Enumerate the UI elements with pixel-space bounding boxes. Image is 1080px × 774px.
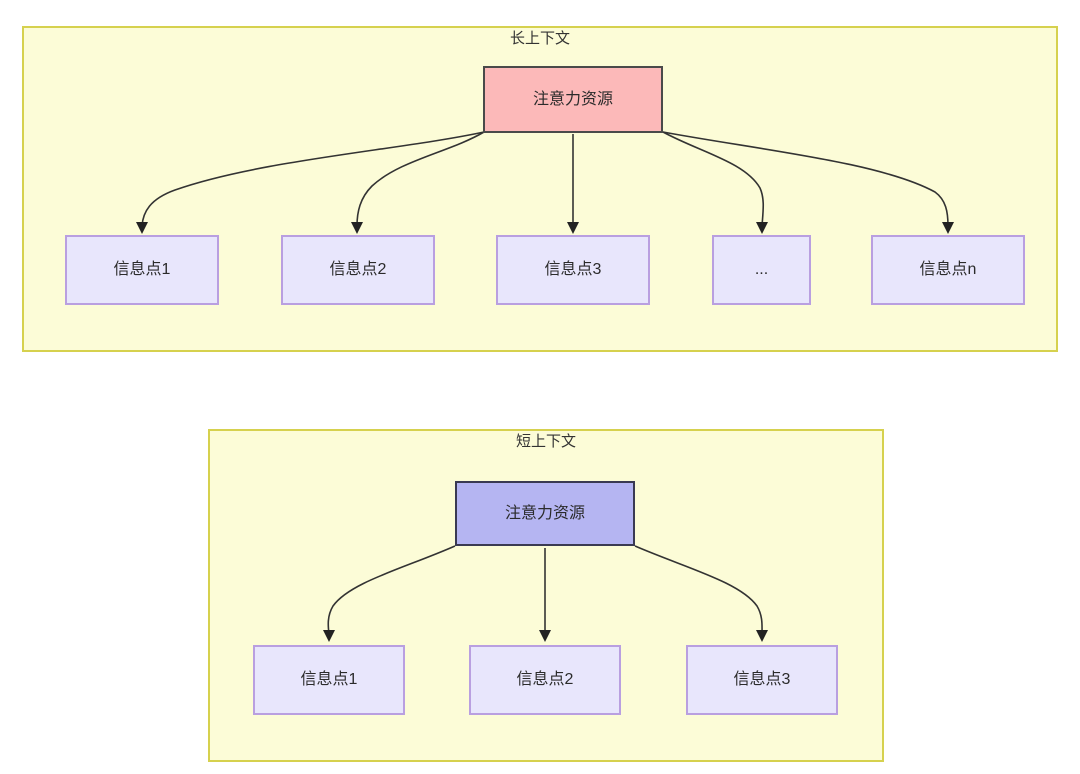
node-root-long-context[interactable]: 注意力资源 [483,66,663,133]
node-leaf-long-ellipsis[interactable]: ... [712,235,811,305]
node-leaf-long-2-label: 信息点2 [329,261,387,278]
node-root-short-context[interactable]: 注意力资源 [455,481,635,546]
node-leaf-short-3-label: 信息点3 [733,671,791,688]
group-title-short-context: 短上下文 [515,433,576,450]
node-leaf-long-3-label: 信息点3 [544,261,602,278]
node-leaf-long-n-label: 信息点n [919,261,977,278]
node-leaf-short-1-label: 信息点1 [300,671,358,688]
node-leaf-short-1[interactable]: 信息点1 [253,645,405,715]
node-leaf-long-ellipsis-label: ... [754,261,769,278]
node-root-long-context-label: 注意力资源 [532,90,613,108]
node-leaf-long-1[interactable]: 信息点1 [65,235,219,305]
node-root-short-context-label: 注意力资源 [504,504,585,522]
node-leaf-long-n[interactable]: 信息点n [871,235,1025,305]
node-leaf-long-2[interactable]: 信息点2 [281,235,435,305]
node-leaf-short-3[interactable]: 信息点3 [686,645,838,715]
node-leaf-long-1-label: 信息点1 [113,261,171,278]
node-leaf-short-2[interactable]: 信息点2 [469,645,621,715]
node-leaf-long-3[interactable]: 信息点3 [496,235,650,305]
group-title-long-context: 长上下文 [509,30,570,47]
node-leaf-short-2-label: 信息点2 [516,671,574,688]
